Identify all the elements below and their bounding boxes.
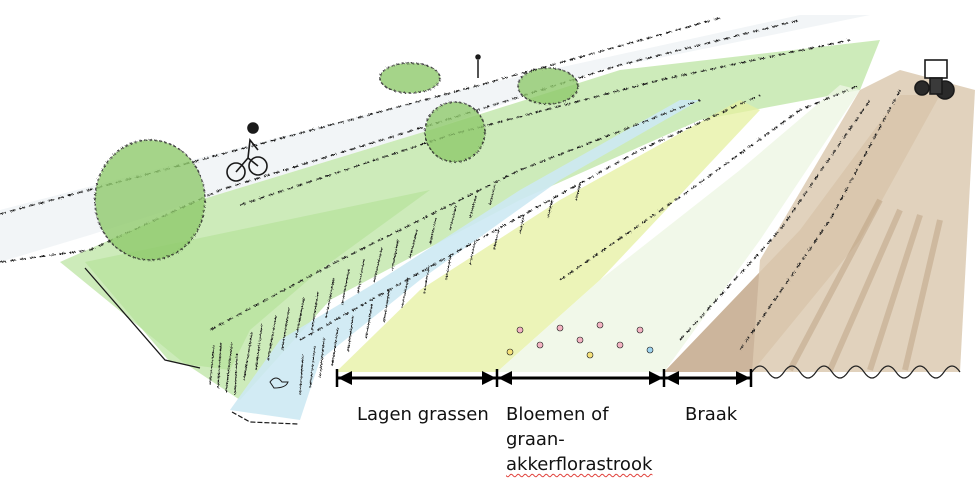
- flower-strip: [497, 85, 860, 372]
- ditch-left-bank-line: [84, 267, 201, 369]
- zone-label-bloemen-line1: Bloemen of: [506, 404, 609, 425]
- walker: [475, 54, 481, 78]
- dimension-arrows: [335, 369, 753, 387]
- zone-label-lagen-grassen: Lagen grassen: [357, 404, 489, 425]
- field-furrows: [787, 198, 943, 372]
- ditch-bottom-line: [231, 411, 299, 425]
- shrub-middle: [424, 101, 486, 163]
- zone-label-bloemen-line2: graan-: [506, 429, 565, 450]
- soil-profile-line: [751, 365, 961, 379]
- zone-label-braak: Braak: [685, 404, 738, 425]
- tractor: [914, 59, 955, 100]
- zone-label-bloemen-line3: akkerflorastrook: [506, 454, 653, 475]
- shrubs: [94, 62, 579, 261]
- duck: [269, 377, 289, 389]
- grass-strip: [336, 100, 760, 372]
- ploughed-field: [752, 70, 975, 372]
- flowers: [506, 321, 654, 359]
- cyclist: [226, 122, 268, 182]
- shrub-right: [517, 67, 579, 105]
- reeds: [209, 183, 581, 396]
- shrub-large-left: [94, 139, 206, 261]
- shrub-top: [379, 62, 441, 94]
- left-bank: [85, 190, 430, 370]
